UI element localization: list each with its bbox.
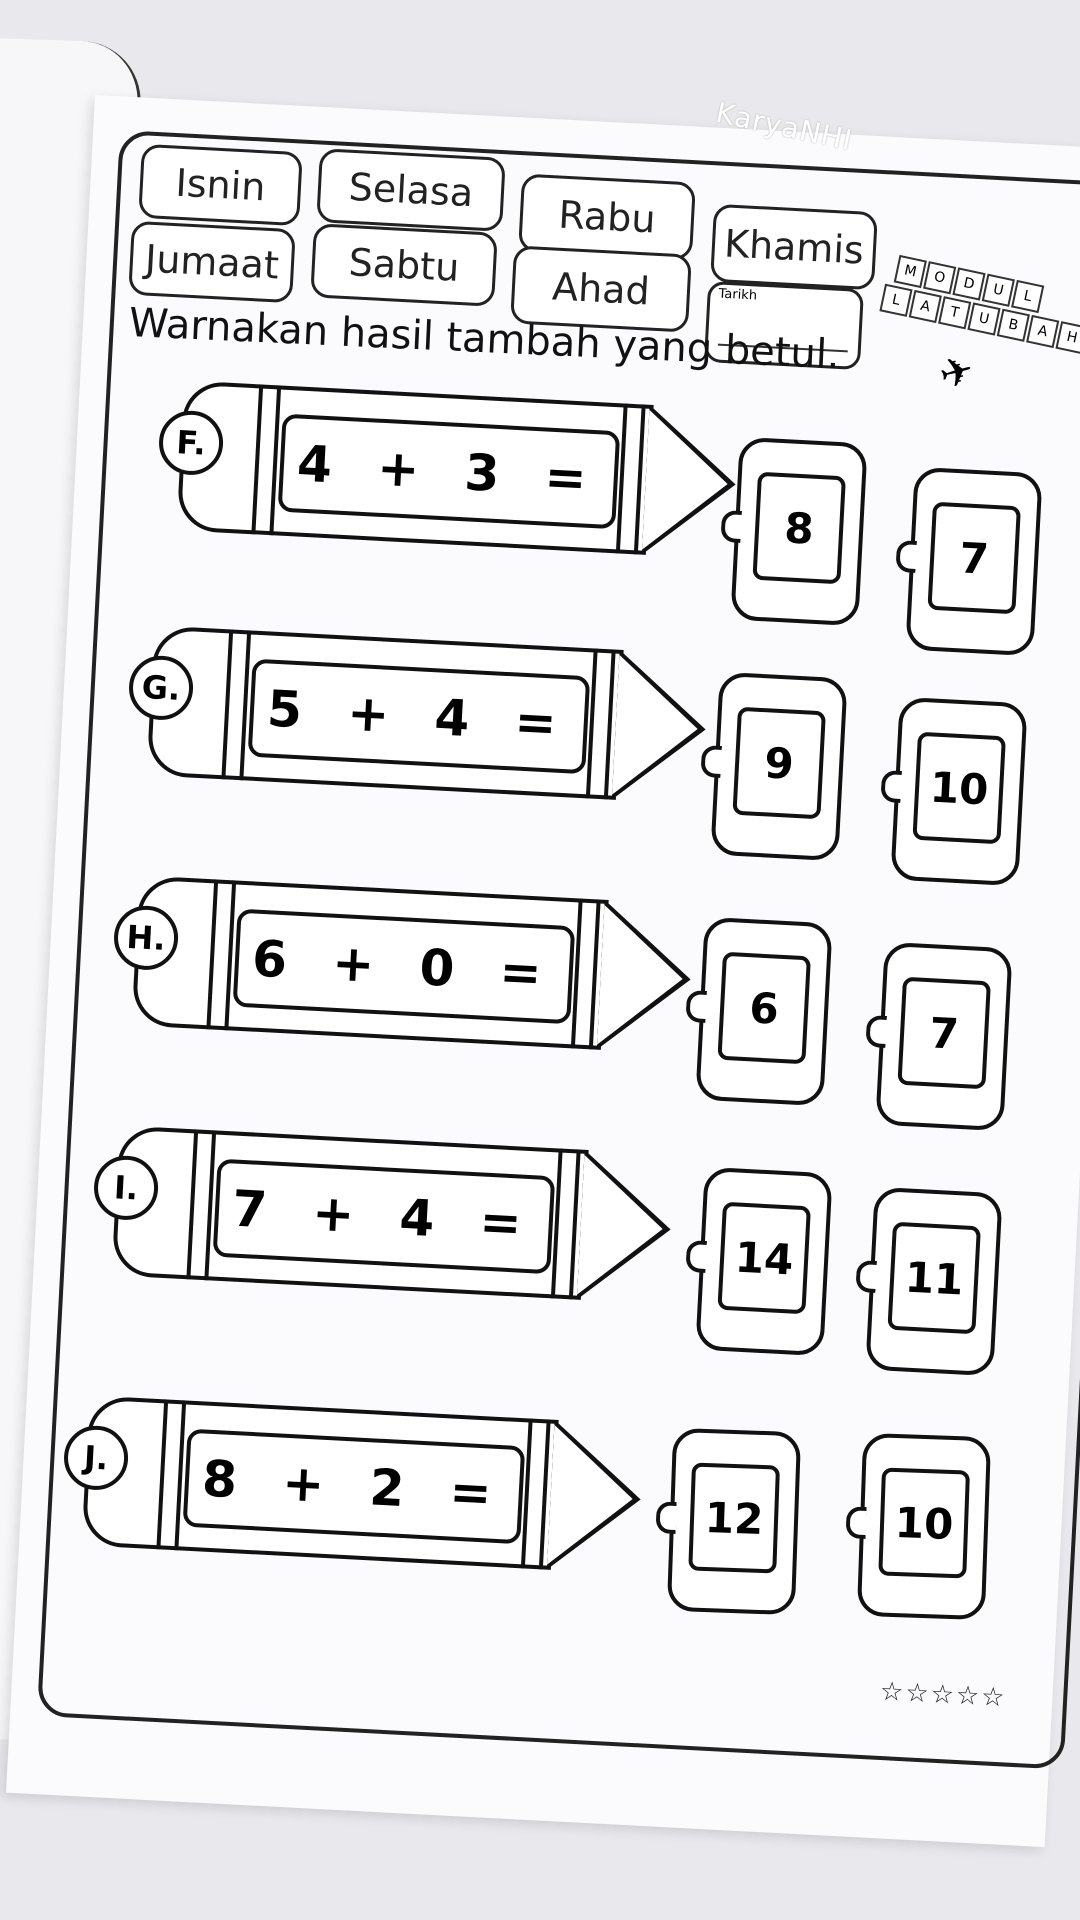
answer-value: 7 xyxy=(897,976,991,1090)
answer-value: 14 xyxy=(717,1201,811,1315)
answer-value: 10 xyxy=(912,731,1006,845)
answer-option[interactable]: 7 xyxy=(865,941,1013,1132)
logo-letter: B xyxy=(996,308,1030,342)
answer-value: 7 xyxy=(927,501,1021,615)
answer-value: 8 xyxy=(752,471,846,585)
equation: 7 + 4 = xyxy=(212,1158,556,1275)
equation: 5 + 4 = xyxy=(247,658,591,775)
logo-letter: T xyxy=(938,296,972,330)
answer-option[interactable]: 9 xyxy=(700,671,848,862)
logo-letter: A xyxy=(1026,314,1060,349)
day-sabtu[interactable]: Sabtu xyxy=(310,223,498,307)
equation: 8 + 2 = xyxy=(182,1428,526,1545)
question-i: 7 + 4 = I. xyxy=(92,1125,678,1305)
logo-letter: H xyxy=(1055,321,1080,355)
answer-option[interactable]: 11 xyxy=(855,1186,1003,1377)
equation: 4 + 3 = xyxy=(277,413,621,530)
logo-letter: D xyxy=(952,267,986,301)
logo-letter: M xyxy=(893,254,927,289)
answer-option[interactable]: 12 xyxy=(655,1427,802,1616)
logo-letter: O xyxy=(923,261,957,295)
logo-letter: L xyxy=(879,283,913,317)
equation: 6 + 0 = xyxy=(232,908,576,1025)
answer-value: 6 xyxy=(717,951,811,1065)
day-selasa[interactable]: Selasa xyxy=(316,148,506,232)
day-isnin[interactable]: Isnin xyxy=(138,143,303,227)
question-f: 4 + 3 = F. xyxy=(157,380,743,560)
question-j: 8 + 2 = J. xyxy=(62,1395,648,1575)
answer-option[interactable]: 14 xyxy=(685,1166,833,1357)
logo-letter: L xyxy=(1011,279,1045,314)
answer-value: 9 xyxy=(732,706,826,820)
answer-option[interactable]: 6 xyxy=(685,916,833,1107)
answer-value: 10 xyxy=(878,1467,970,1579)
day-jumaat[interactable]: Jumaat xyxy=(128,220,296,304)
day-khamis[interactable]: Khamis xyxy=(710,203,878,291)
date-label: Tarikh xyxy=(718,286,758,304)
answer-value: 12 xyxy=(688,1462,780,1574)
logo-letter: U xyxy=(967,302,1001,336)
answer-option[interactable]: 8 xyxy=(720,436,868,627)
question-g: 5 + 4 = G. xyxy=(127,625,713,805)
answer-option[interactable]: 10 xyxy=(880,696,1028,887)
logo-letter: A xyxy=(908,289,942,324)
answer-option[interactable]: 10 xyxy=(845,1432,992,1621)
logo-letter: U xyxy=(981,273,1015,307)
answer-option[interactable]: 7 xyxy=(895,466,1043,657)
question-h: 6 + 0 = H. xyxy=(112,875,698,1055)
answer-value: 11 xyxy=(887,1221,981,1335)
